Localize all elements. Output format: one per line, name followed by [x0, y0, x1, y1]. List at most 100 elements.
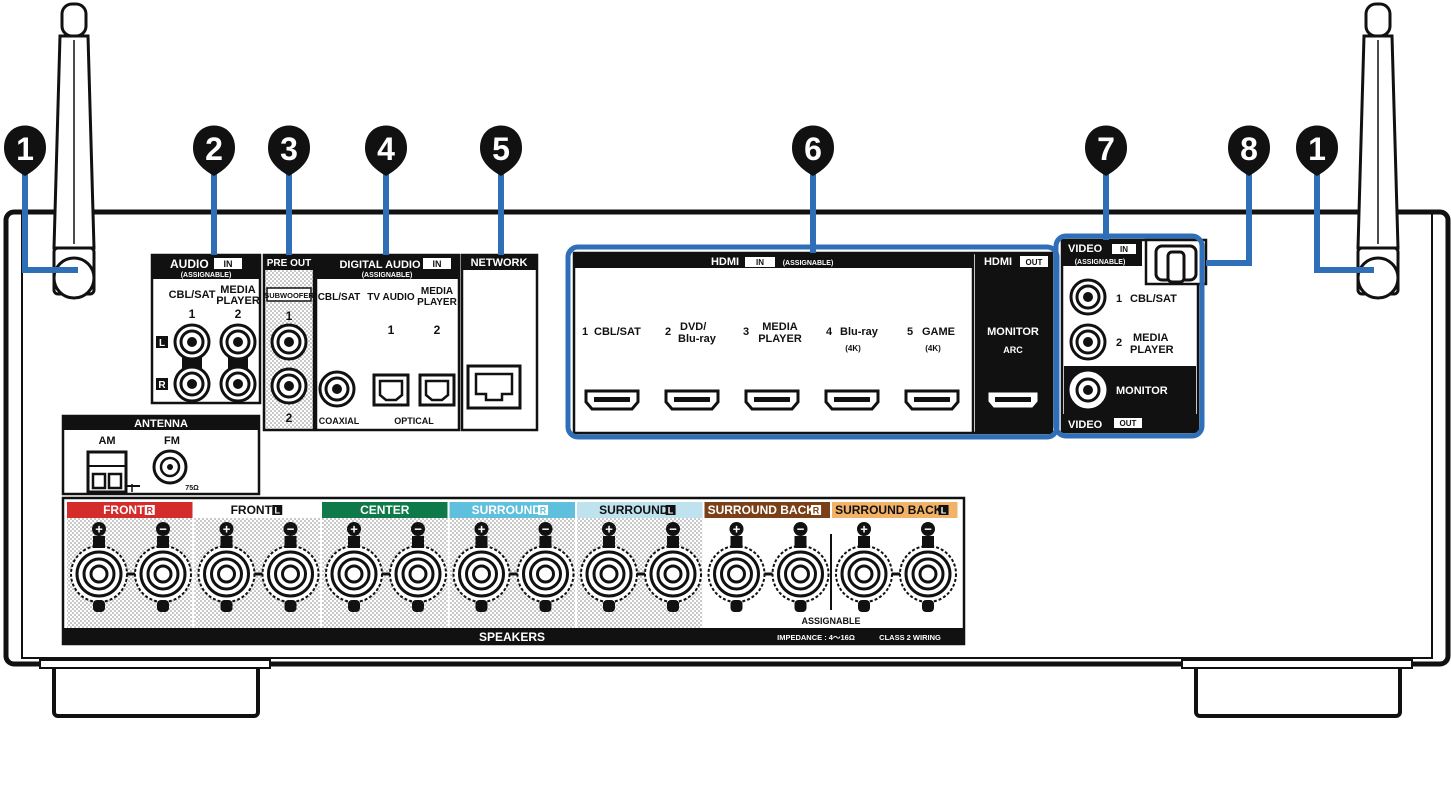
hdmi-input-2-label-2: Blu-ray	[678, 333, 717, 345]
plus-icon	[857, 522, 871, 536]
callout-8: 8	[1228, 125, 1270, 176]
network-port[interactable]	[466, 364, 522, 410]
pre-out-sub: SUBWOOFER	[264, 291, 314, 300]
callout-2-num: 2	[205, 131, 223, 167]
hdmi-out-monitor-port[interactable]	[985, 389, 1041, 411]
video-out-title: VIDEO	[1068, 419, 1103, 431]
speakers-assignable: ASSIGNABLE	[801, 616, 860, 626]
minus-icon	[411, 522, 425, 536]
minus-icon	[156, 522, 170, 536]
speaker-3-positive-sign: +	[350, 522, 358, 537]
callout-1-right-num: 1	[1308, 131, 1326, 167]
hdmi-in-tag: IN	[756, 258, 764, 267]
speaker-4-positive-sign: +	[478, 522, 486, 537]
hdmi-input-5-label: GAME	[922, 326, 955, 338]
audio-in-2-left-jack[interactable]	[219, 323, 257, 361]
pre-out-num2: 2	[286, 411, 293, 425]
wireless-antenna-left[interactable]	[52, 2, 96, 300]
coaxial-jack[interactable]	[318, 370, 356, 408]
video-out-monitor-jack[interactable]	[1069, 371, 1107, 409]
video-in-1-label: CBL/SAT	[1130, 293, 1177, 305]
hdmi-input-1-port[interactable]	[584, 389, 640, 411]
digital-audio-col3a: MEDIA	[421, 286, 453, 297]
ac-inlet[interactable]	[1144, 238, 1208, 286]
hdmi-out-sub: ARC	[1003, 345, 1023, 355]
video-in-2-label-2: PLAYER	[1130, 344, 1174, 356]
video-in-2-label-1: MEDIA	[1133, 332, 1169, 344]
hdmi-input-4: 4 Blu-ray (4K)	[824, 326, 880, 411]
optical-1-jack[interactable]	[372, 373, 410, 407]
optical-2-jack[interactable]	[418, 373, 456, 407]
callout-1-left-num: 1	[16, 131, 34, 167]
subwoofer-2-jack[interactable]	[270, 367, 308, 405]
speaker-group-1-label: FRONT	[103, 503, 145, 517]
speaker-1-positive-sign: +	[95, 522, 103, 537]
plus-icon	[92, 522, 106, 536]
coaxial-label: COAXIAL	[319, 416, 360, 426]
callout-8-num: 8	[1240, 131, 1258, 167]
digital-audio-col1: CBL/SAT	[318, 292, 361, 303]
audio-in-col1: CBL/SAT	[169, 289, 216, 301]
hdmi-input-3-port[interactable]	[744, 389, 800, 411]
speaker-group-3: CENTER+−	[322, 502, 448, 628]
minus-icon	[538, 522, 553, 536]
antenna-title: ANTENNA	[134, 418, 188, 430]
callout-7: 7	[1085, 125, 1127, 176]
video-in-1-jack[interactable]	[1069, 278, 1107, 316]
hdmi-input-4-label: Blu-ray	[840, 326, 879, 338]
audio-in-panel: AUDIO IN (ASSIGNABLE) CBL/SAT MEDIA PLAY…	[150, 253, 262, 405]
audio-in-title: AUDIO	[170, 257, 209, 271]
hdmi-input-2-label-1: DVD/	[680, 321, 706, 333]
hdmi-input-4-port[interactable]	[824, 389, 880, 411]
callout-leaders	[22, 160, 1374, 273]
fm-antenna-terminal[interactable]	[152, 449, 188, 485]
speaker-2-positive-sign: +	[223, 522, 231, 537]
callout-2: 2	[193, 125, 235, 176]
video-out-tag: OUT	[1120, 419, 1137, 428]
hdmi-input-5-port[interactable]	[904, 389, 960, 411]
plus-icon	[729, 522, 744, 536]
antenna-panel: ANTENNA AM FM 75Ω	[61, 414, 261, 496]
speaker-1-negative-sign: −	[159, 522, 167, 537]
video-in-2-num: 2	[1116, 337, 1122, 349]
audio-in-1-right-jack[interactable]	[173, 365, 211, 403]
hdmi-out-title: HDMI	[984, 256, 1012, 268]
plus-icon	[474, 522, 489, 536]
am-antenna-terminal[interactable]	[86, 450, 140, 494]
subwoofer-1-jack[interactable]	[270, 323, 308, 361]
speaker-5-negative-sign: −	[669, 522, 677, 537]
callout-1-left: 1	[4, 125, 46, 176]
plus-icon	[219, 522, 234, 536]
speakers-impedance: IMPEDANCE : 4～16Ω	[777, 633, 855, 642]
hdmi-input-2-port[interactable]	[664, 389, 720, 411]
speaker-group-2-tag: L	[275, 506, 281, 516]
wireless-antenna-right[interactable]	[1356, 2, 1400, 300]
speakers-wiring: CLASS 2 WIRING	[879, 633, 941, 642]
video-in-1-num: 1	[1116, 293, 1122, 305]
speaker-2-negative-sign: −	[287, 522, 295, 537]
speaker-group-5-tag: L	[668, 506, 674, 516]
callout-7-num: 7	[1097, 131, 1115, 167]
callout-5-num: 5	[492, 131, 510, 167]
minus-icon	[666, 522, 680, 536]
foot-left	[39, 659, 271, 718]
digital-audio-num1: 1	[388, 323, 395, 337]
plus-icon	[347, 522, 361, 536]
digital-audio-col3b: PLAYER	[417, 297, 457, 308]
plus-icon	[602, 522, 616, 536]
hdmi-out-label: MONITOR	[987, 326, 1039, 338]
speakers-footer: SPEAKERS	[479, 630, 545, 644]
audio-in-1-left-jack[interactable]	[173, 323, 211, 361]
audio-in-2-right-jack[interactable]	[219, 365, 257, 403]
foot-right	[1181, 659, 1413, 718]
video-in-2-jack[interactable]	[1069, 323, 1107, 361]
hdmi-input-3-label-1: MEDIA	[762, 321, 798, 333]
callout-3: 3	[268, 125, 310, 176]
audio-in-col2a: MEDIA	[220, 284, 256, 296]
speaker-group-1-tag: R	[147, 506, 154, 516]
callout-5: 5	[480, 125, 522, 176]
speaker-group-5-label: SURROUND	[599, 503, 669, 517]
